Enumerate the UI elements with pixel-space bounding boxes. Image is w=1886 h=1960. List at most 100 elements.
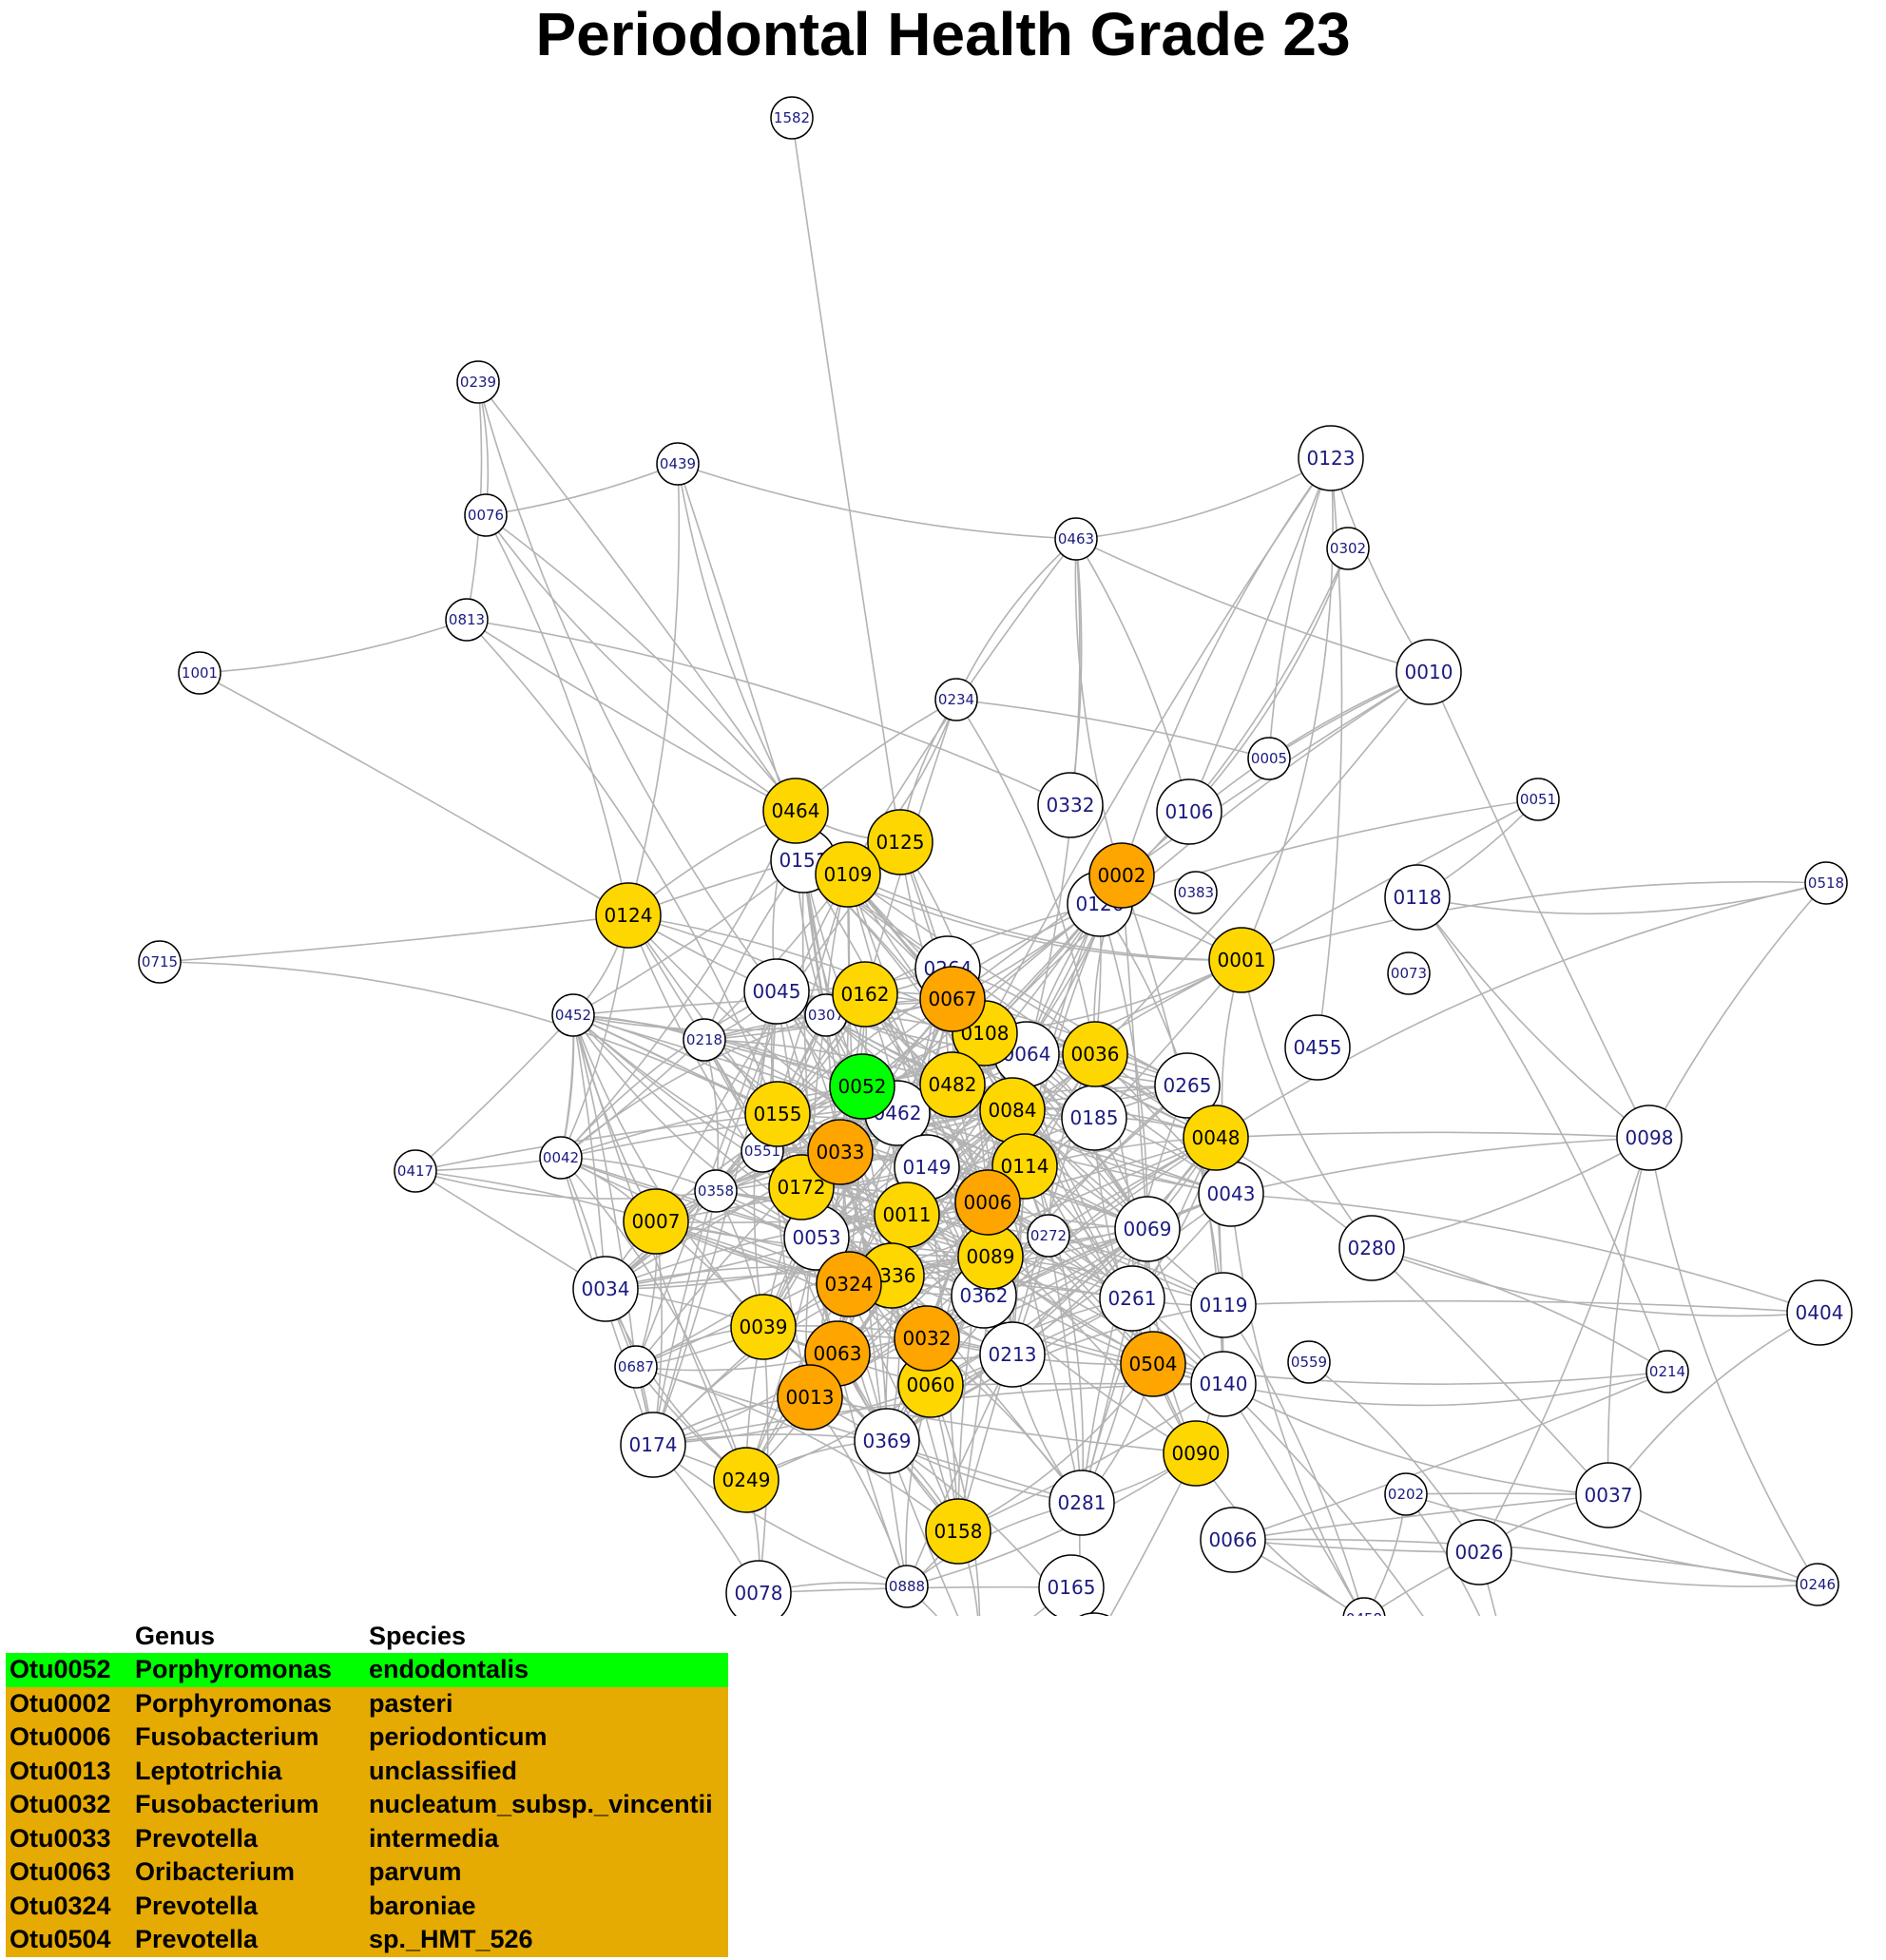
network-edge <box>1478 1551 1497 1616</box>
network-edge <box>560 1157 818 1239</box>
node-label: 0272 <box>1030 1227 1067 1244</box>
node-circle <box>1120 1331 1186 1397</box>
node-circle <box>777 1364 843 1431</box>
network-node: 0039 <box>730 1294 797 1360</box>
node-circle <box>1326 527 1370 570</box>
network-node: 0218 <box>683 1018 726 1062</box>
network-node: 0458 <box>1342 1597 1386 1616</box>
network-node: 0265 <box>1154 1052 1221 1119</box>
network-edge <box>990 1085 1188 1258</box>
node-label: 0455 <box>1294 1036 1342 1059</box>
network-edge <box>635 1366 959 1532</box>
node-label: 0013 <box>786 1386 835 1409</box>
network-edge <box>466 619 779 1115</box>
legend-species: pasteri <box>369 1688 453 1718</box>
node-label: 0149 <box>903 1156 952 1179</box>
network-node: 0010 <box>1395 639 1462 705</box>
legend-genus: Porphyromonas <box>135 1688 333 1718</box>
node-label: 0172 <box>778 1176 826 1199</box>
node-label: 0063 <box>814 1342 862 1365</box>
network-edge <box>159 914 629 963</box>
network-edge <box>1241 798 1539 961</box>
node-circle <box>1384 864 1451 931</box>
node-label: 0073 <box>1391 965 1427 982</box>
node-circle <box>725 1560 792 1616</box>
legend-otu: Otu0504 <box>10 1925 111 1953</box>
legend-species: baroniae <box>369 1891 476 1920</box>
legend-row: Otu0002 Porphyromonas pasteri <box>6 1686 728 1720</box>
legend-species: periodonticum <box>369 1722 548 1751</box>
node-circle <box>867 809 933 875</box>
network-node: 0281 <box>1049 1470 1115 1536</box>
node-circle <box>694 1169 738 1213</box>
network-node: 0280 <box>1338 1215 1405 1281</box>
legend-genus: Fusobacterium <box>135 1790 319 1818</box>
network-node: 0118 <box>1384 864 1451 931</box>
network-node: 0006 <box>954 1169 1021 1236</box>
network-node: 0051 <box>1516 778 1560 821</box>
node-circle <box>614 1345 658 1389</box>
node-label: 0069 <box>1124 1218 1172 1240</box>
node-circle <box>464 493 508 537</box>
node-label: 0155 <box>754 1103 802 1125</box>
legend-genus: Prevotella <box>135 1891 259 1920</box>
node-circle <box>1786 1279 1853 1346</box>
node-label: 0504 <box>1129 1353 1178 1375</box>
network-edge <box>199 619 468 674</box>
network-edge <box>1371 1247 1668 1373</box>
network-node: 0052 <box>829 1053 895 1120</box>
network-edge <box>1222 1299 1820 1314</box>
node-label: 0888 <box>889 1578 925 1595</box>
node-label: 0066 <box>1209 1528 1258 1551</box>
node-circle <box>885 1565 929 1608</box>
network-node: 0084 <box>979 1077 1046 1143</box>
node-label: 0158 <box>934 1520 983 1543</box>
network-node: 0165 <box>1038 1554 1105 1616</box>
node-label: 0037 <box>1585 1484 1633 1507</box>
network-node: 0239 <box>456 360 500 404</box>
node-label: 0026 <box>1455 1541 1504 1564</box>
network-node: 0417 <box>394 1149 437 1193</box>
node-label: 0039 <box>740 1316 788 1338</box>
node-label: 0123 <box>1307 447 1356 470</box>
node-label: 0185 <box>1070 1106 1119 1129</box>
node-label: 0114 <box>1001 1155 1049 1178</box>
network-edge <box>1094 671 1430 1055</box>
node-circle <box>1099 1265 1165 1332</box>
network-edge <box>990 1256 1224 1385</box>
network-node: 0272 <box>1027 1214 1070 1258</box>
network-node: 0358 <box>694 1169 738 1213</box>
network-node: 0053 <box>783 1204 850 1271</box>
network-edge <box>809 874 1123 1398</box>
legend-header-genus: Genus <box>135 1622 216 1650</box>
node-circle <box>807 1119 874 1185</box>
network-node: 1001 <box>178 651 221 695</box>
network-edge <box>1371 1247 1609 1496</box>
node-circle <box>1616 1105 1683 1171</box>
node-circle <box>1287 1340 1331 1384</box>
legend-otu: Otu0006 <box>10 1722 111 1751</box>
network-edge <box>485 463 679 516</box>
node-circle <box>762 778 829 844</box>
node-circle <box>445 598 489 642</box>
node-circle <box>1054 517 1098 561</box>
network-edge <box>414 1113 779 1172</box>
network-edge <box>560 1157 747 1481</box>
node-circle <box>770 96 814 140</box>
network-node: 0067 <box>919 966 986 1032</box>
node-label: 0165 <box>1048 1576 1096 1599</box>
node-label: 0084 <box>989 1099 1037 1122</box>
network-node: 0455 <box>1284 1014 1351 1081</box>
node-label: 0045 <box>753 980 801 1003</box>
network-edge <box>957 1363 1154 1532</box>
node-circle <box>743 958 810 1025</box>
legend-row: Otu0033 Prevotella intermedia <box>6 1821 728 1855</box>
network-edge <box>1478 1137 1650 1553</box>
legend-row: Otu0013 Leptotrichia unclassified <box>6 1754 728 1788</box>
network-edge <box>955 538 1077 701</box>
node-circle <box>683 1018 726 1062</box>
legend-row: Otu0032 Fusobacterium nucleatum_subsp._v… <box>6 1788 728 1822</box>
network-edge <box>677 463 797 812</box>
network-edge <box>1215 882 1827 1139</box>
network-edge <box>1371 1137 1650 1249</box>
